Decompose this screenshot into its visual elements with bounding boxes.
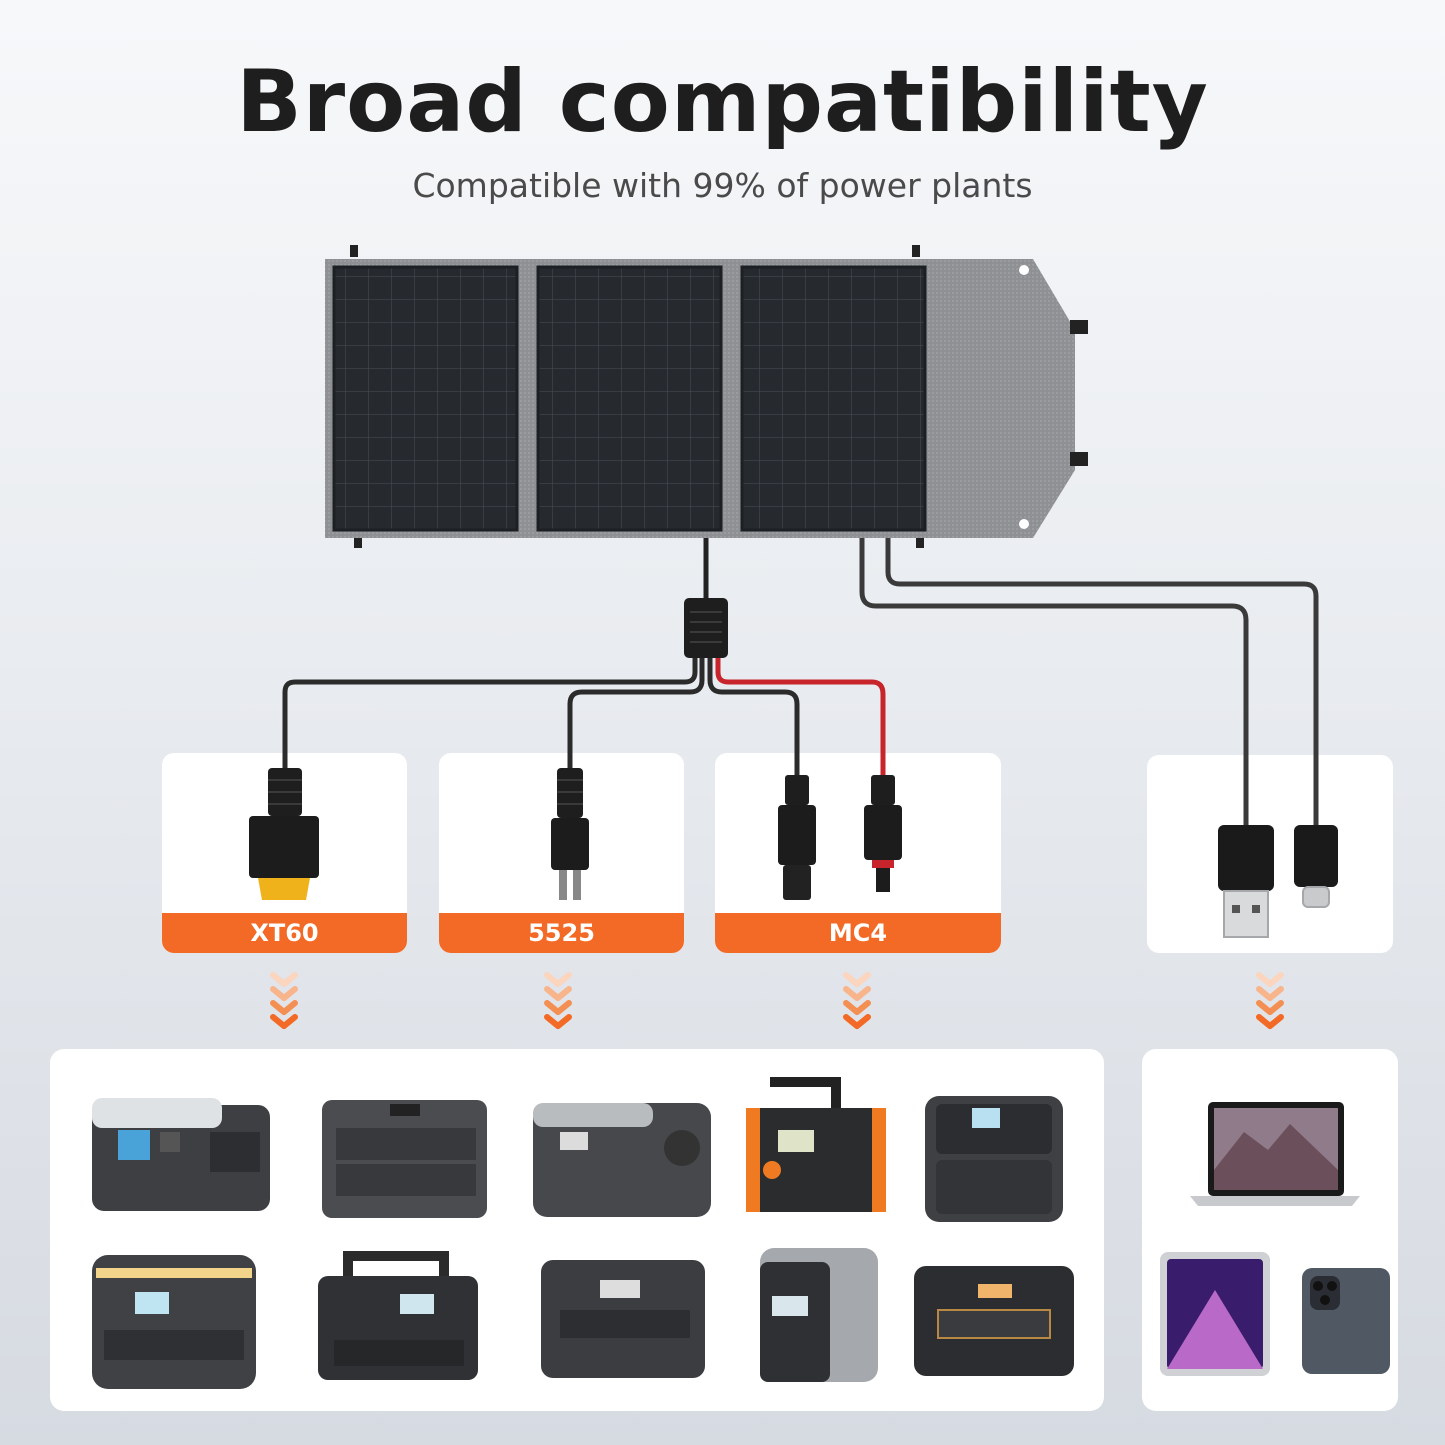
connector-label: MC4 <box>715 913 1001 953</box>
page-title: Broad compatibility <box>236 52 1209 152</box>
tablet-icon <box>1160 1252 1270 1376</box>
dc5525-plug-icon <box>551 768 589 900</box>
power-station-6 <box>92 1255 256 1389</box>
usb-a-icon <box>1218 825 1274 938</box>
power-station-1 <box>92 1098 270 1211</box>
power-station-4 <box>746 1077 886 1212</box>
laptop-icon <box>1190 1102 1360 1206</box>
power-station-5 <box>925 1096 1063 1222</box>
page-subtitle: Compatible with 99% of power plants <box>412 166 1033 205</box>
power-station-9 <box>760 1248 878 1382</box>
phone-icon <box>1302 1268 1390 1374</box>
power-station-2 <box>322 1100 487 1218</box>
power-station-3 <box>533 1103 711 1217</box>
connector-label: 5525 <box>439 913 684 953</box>
mc4-plug-icon <box>778 775 902 900</box>
power-station-7 <box>318 1251 478 1380</box>
xt60-plug-icon <box>249 768 319 900</box>
connector-label: XT60 <box>162 913 407 953</box>
usb-c-icon <box>1294 825 1338 908</box>
power-station-8 <box>541 1260 705 1378</box>
power-station-10 <box>914 1266 1074 1376</box>
connector-card-mc4: MC4 <box>715 753 1001 953</box>
